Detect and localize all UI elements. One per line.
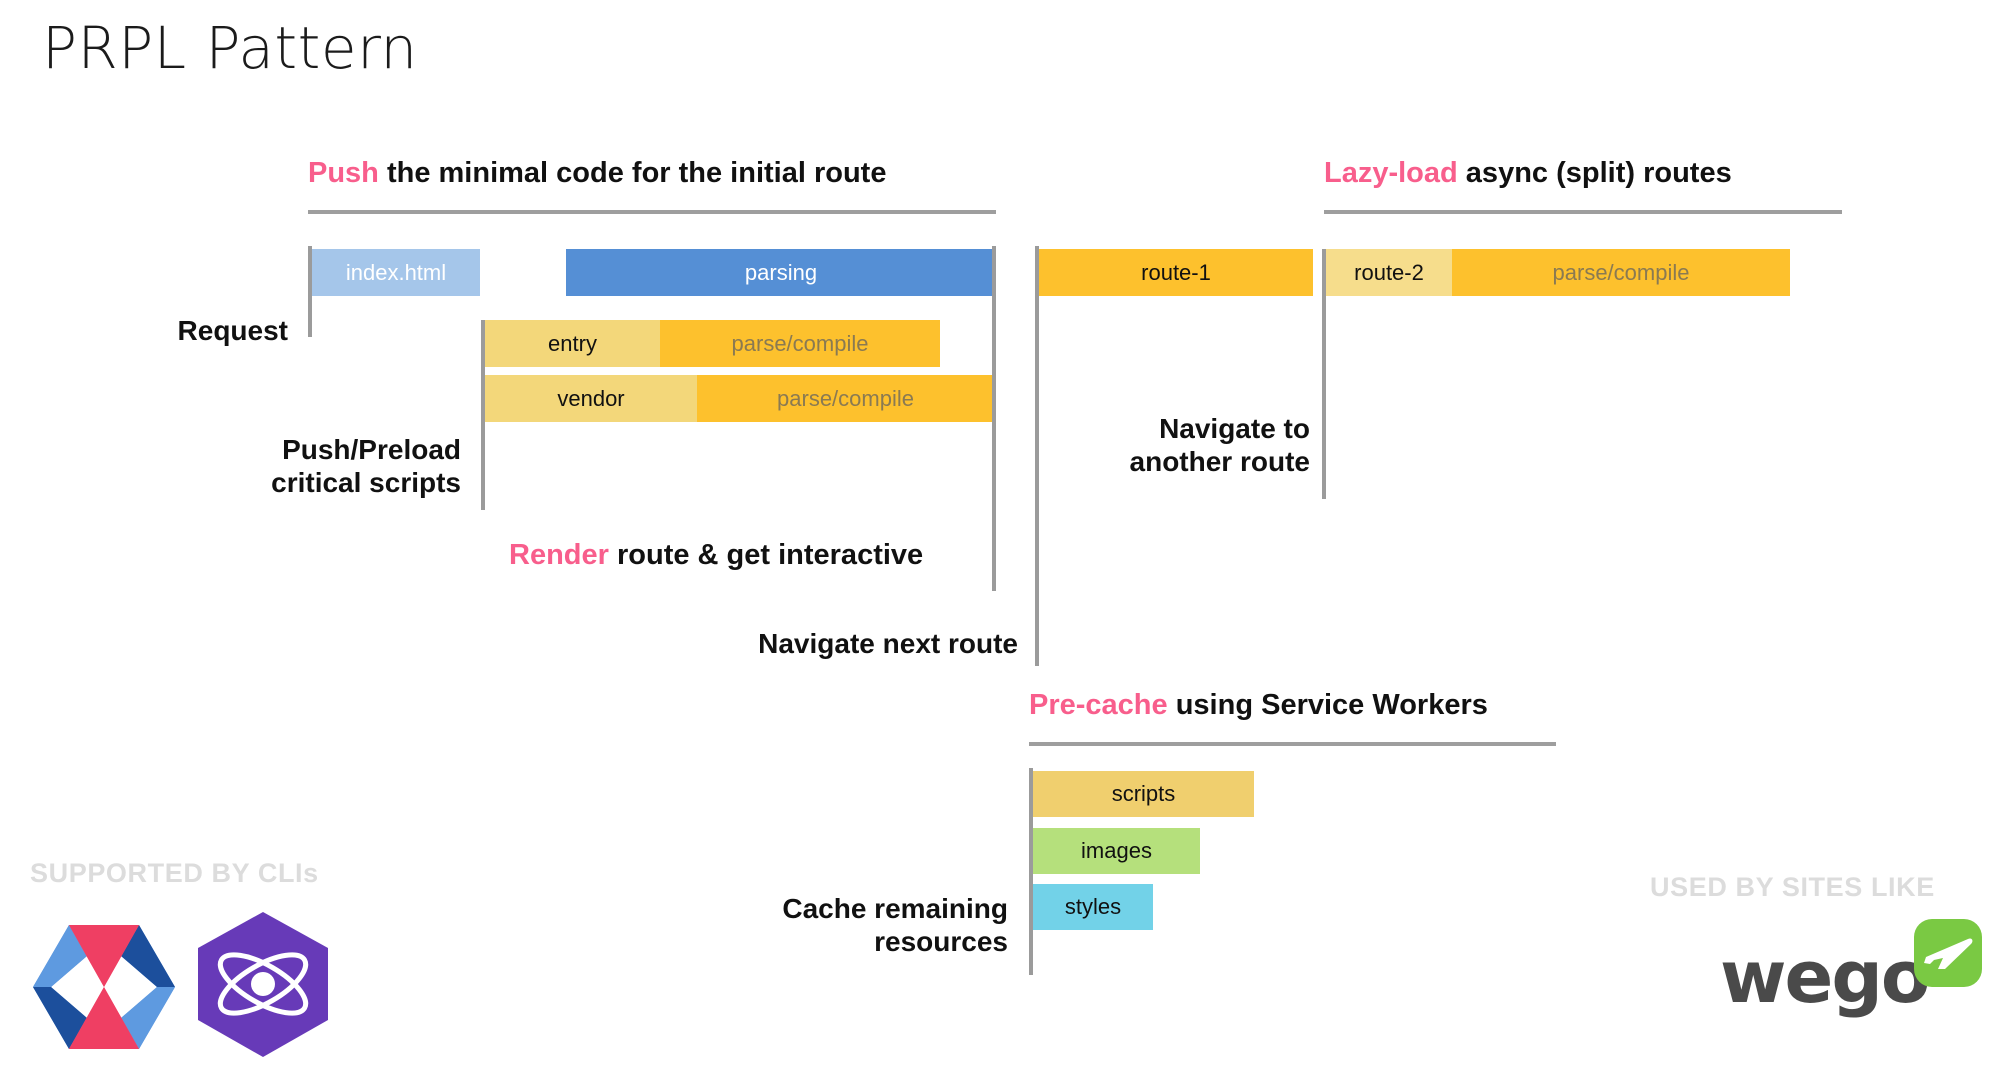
section-heading-push: Push the minimal code for the initial ro… bbox=[308, 157, 887, 190]
bar-segment-route-2-label: route-2 bbox=[1326, 249, 1452, 296]
guide-line-navigate-next bbox=[1035, 246, 1039, 666]
wego-plane-icon bbox=[1914, 919, 1982, 987]
polymer-logo-icon bbox=[33, 925, 175, 1049]
section-rule-precache bbox=[1029, 742, 1556, 746]
bar-segment-styles-label: styles bbox=[1033, 884, 1153, 930]
guide-line-render bbox=[992, 246, 996, 591]
polymer-logo bbox=[33, 925, 175, 1060]
label-navigate-another-route: Navigate to another route bbox=[1129, 413, 1310, 478]
preact-logo bbox=[198, 912, 328, 1062]
bar-images: images bbox=[1033, 828, 1200, 874]
bar-segment-parsing-label: parsing bbox=[566, 249, 996, 296]
wego-wordmark: wego bbox=[1720, 935, 1930, 1019]
section-heading-precache-rest: using Service Workers bbox=[1167, 689, 1488, 721]
section-rule-lazy bbox=[1324, 210, 1842, 214]
label-navigate-next-route: Navigate next route bbox=[758, 628, 1018, 659]
bar-segment-entry-parse-label: parse/compile bbox=[660, 320, 940, 367]
bar-vendor: vendor parse/compile bbox=[485, 375, 994, 422]
section-heading-lazy: Lazy-load async (split) routes bbox=[1324, 157, 1732, 190]
bar-segment-route-2-parse-label: parse/compile bbox=[1452, 249, 1790, 296]
guide-line-route-2 bbox=[1322, 249, 1326, 499]
guide-line-request bbox=[308, 246, 312, 337]
label-cache-remaining: Cache remaining resources bbox=[782, 893, 1008, 958]
guide-line-push-preload bbox=[481, 320, 485, 510]
bar-segment-entry-label: entry bbox=[485, 320, 660, 367]
section-heading-lazy-highlight: Lazy-load bbox=[1324, 157, 1458, 189]
section-heading-render: Render route & get interactive bbox=[509, 539, 924, 572]
preact-logo-icon bbox=[198, 912, 328, 1057]
footnote-used-by-sites-like: USED BY SITES LIKE bbox=[1650, 872, 1935, 902]
bar-route-1: route-1 bbox=[1039, 249, 1313, 296]
bar-segment-vendor-label: vendor bbox=[485, 375, 697, 422]
bar-parsing: parsing bbox=[566, 249, 996, 296]
bar-segment-vendor-parse-label: parse/compile bbox=[697, 375, 994, 422]
bar-route-2: route-2 parse/compile bbox=[1326, 249, 1790, 296]
label-push-preload: Push/Preload critical scripts bbox=[271, 434, 461, 499]
bar-segment-route-1-label: route-1 bbox=[1039, 249, 1313, 296]
bar-entry: entry parse/compile bbox=[485, 320, 940, 367]
bar-styles: styles bbox=[1033, 884, 1153, 930]
section-rule-push bbox=[308, 210, 996, 214]
section-heading-push-highlight: Push bbox=[308, 157, 379, 189]
bar-index-html: index.html bbox=[312, 249, 480, 296]
guide-line-cache bbox=[1029, 768, 1033, 975]
bar-segment-images-label: images bbox=[1033, 828, 1200, 874]
section-heading-lazy-rest: async (split) routes bbox=[1457, 157, 1732, 189]
section-heading-render-rest: route & get interactive bbox=[608, 539, 924, 571]
bar-segment-scripts-label: scripts bbox=[1033, 771, 1254, 817]
section-heading-precache: Pre-cache using Service Workers bbox=[1029, 689, 1488, 722]
section-heading-push-rest: the minimal code for the initial route bbox=[378, 157, 887, 189]
bar-scripts: scripts bbox=[1033, 771, 1254, 817]
footnote-supported-by-clis: SUPPORTED BY CLIs bbox=[30, 858, 319, 888]
page-title: PRPL Pattern bbox=[42, 14, 418, 82]
label-request: Request bbox=[177, 315, 288, 346]
bar-segment-index-html-label: index.html bbox=[312, 249, 480, 296]
section-heading-precache-highlight: Pre-cache bbox=[1029, 689, 1168, 721]
section-heading-render-highlight: Render bbox=[509, 539, 609, 571]
